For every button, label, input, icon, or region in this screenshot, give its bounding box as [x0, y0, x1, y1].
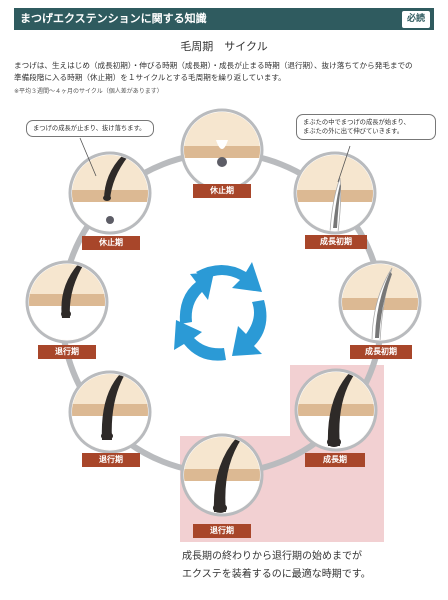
callout-falling-out: まつげの成長が止まり、抜け落ちます。 [26, 120, 154, 137]
stage-label-early-growth-2: 成長初期 [350, 345, 412, 359]
callout-falling-out-text: まつげの成長が止まり、抜け落ちます。 [33, 125, 146, 132]
intro-line-1: まつげは、生えはじめ（成長初期）・伸びる時期（成長期）・成長が止まる時期（退行期… [14, 61, 413, 70]
optimal-period-text: 成長期の終わりから退行期の始めまでが エクステを装着するのに最適な時期です。 [182, 548, 371, 584]
stage-circle-growth [294, 368, 378, 452]
stage-label-regression-bottom: 退行期 [193, 524, 251, 538]
cycle-note: ※平均３週間〜４ヶ月のサイクル（個人差があります） [14, 88, 163, 95]
optimal-period-line-2: エクステを装着するのに最適な時期です。 [182, 569, 371, 580]
intro-text: まつげは、生えはじめ（成長初期）・伸びる時期（成長期）・成長が止まる時期（退行期… [14, 60, 434, 84]
stage-label-early-growth-1: 成長初期 [305, 235, 367, 249]
stage-circle-regression-bottom [180, 433, 264, 517]
cycle-arrows-icon [174, 262, 267, 361]
stage-label-resting-top-left: 休止期 [82, 236, 140, 250]
callout-left-pointer [79, 137, 97, 177]
stage-label-growth: 成長期 [305, 453, 365, 467]
callout-right-pointer [337, 145, 351, 183]
intro-line-2: 準備段階に入る時期（休止期）を１サイクルとする毛周期を繰り返しています。 [14, 73, 286, 82]
stage-label-resting-top: 休止期 [193, 184, 251, 198]
callout-growth-start-line-2: まぶたの外に出て伸びていきます。 [303, 128, 404, 135]
stage-circle-regression-bottom-left [68, 370, 152, 454]
callout-growth-start: まぶたの中でまつげの成長が始まり、 まぶたの外に出て伸びていきます。 [296, 114, 436, 140]
stage-circle-resting-top [180, 108, 264, 192]
header-bar: まつげエクステンションに関する知識 必読 [14, 8, 434, 30]
page-subtitle: 毛周期 サイクル [180, 40, 268, 53]
stage-circle-regression-left [25, 260, 109, 344]
stage-circle-resting-top-left [68, 151, 152, 235]
stage-circle-early-growth-1 [293, 151, 377, 235]
optimal-period-line-1: 成長期の終わりから退行期の始めまでが [182, 551, 362, 562]
stage-label-regression-left: 退行期 [38, 345, 96, 359]
required-reading-badge: 必読 [401, 11, 430, 28]
stage-circle-early-growth-2 [338, 260, 422, 344]
stage-label-regression-bottom-left: 退行期 [82, 453, 140, 467]
callout-growth-start-line-1: まぶたの中でまつげの成長が始まり、 [303, 119, 410, 126]
header-title: まつげエクステンションに関する知識 [20, 12, 207, 25]
